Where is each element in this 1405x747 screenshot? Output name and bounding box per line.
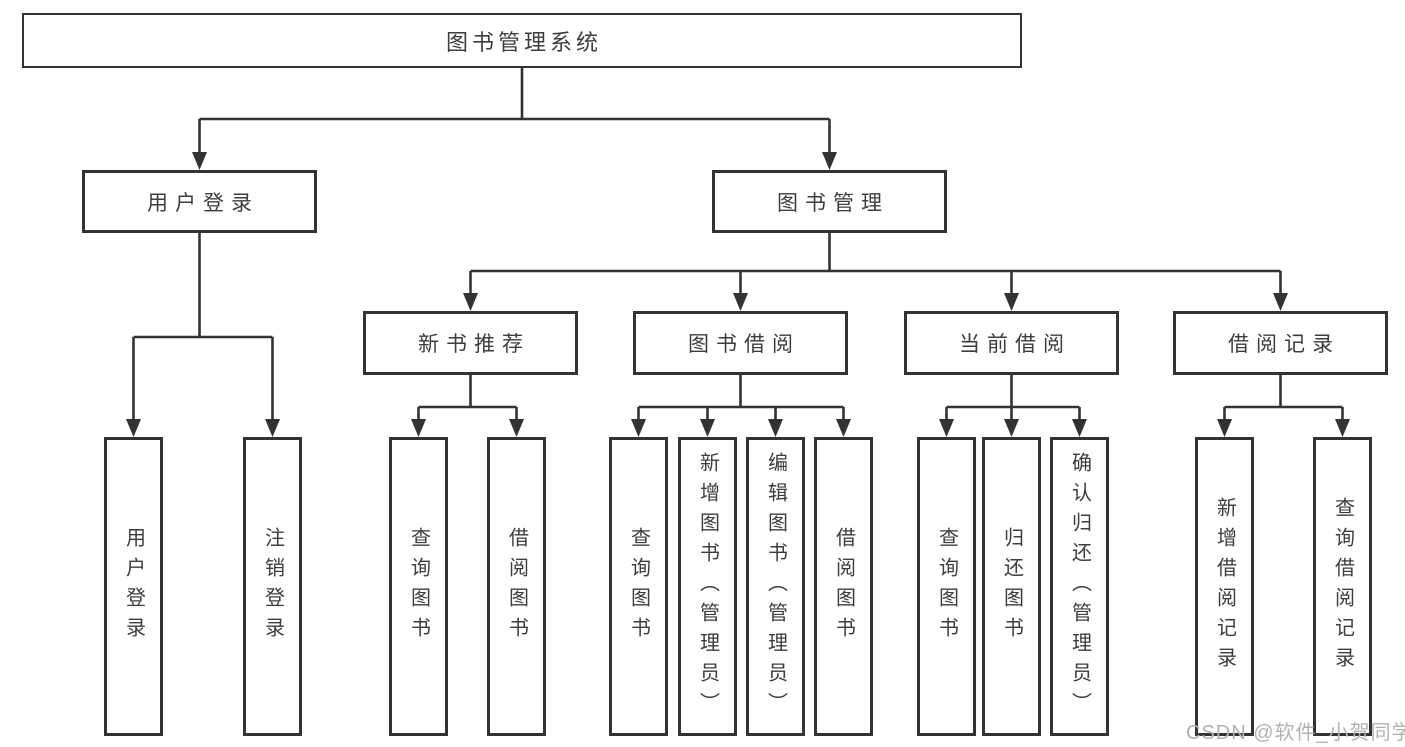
connector-new-books [411,375,524,437]
leaf-current-confirm-return-admin-label: 确认归还（管理员） [1068,451,1091,722]
node-book-management: 图书管理 [712,170,947,233]
leaf-records-search-record-label: 查询借阅记录 [1331,496,1354,677]
arrowhead-icon [822,152,837,170]
node-root-label: 图书管理系统 [445,29,602,55]
leaf-borrow-add-books-admin: 新增图书（管理员） [678,437,737,736]
arrowhead-icon [463,293,478,311]
node-current-borrow: 当前借阅 [904,311,1119,375]
connector-book-mgmt [463,233,1288,311]
leaf-user-login-label: 用户登录 [122,526,145,647]
node-root-system: 图书管理系统 [22,13,1022,68]
arrowhead-icon [836,419,851,437]
arrowhead-icon [1072,419,1087,437]
arrowhead-icon [1004,419,1019,437]
leaf-borrow-borrow-books: 借阅图书 [814,437,873,736]
arrowhead-icon [509,419,524,437]
arrowhead-icon [265,419,280,437]
node-book-borrow: 图书借阅 [633,311,848,375]
connector-user-login [126,233,280,437]
leaf-current-return-books-label: 归还图书 [1000,526,1023,647]
connector-borrow-records [1217,375,1350,437]
arrowhead-icon [939,419,954,437]
node-new-book-recommend-label: 新书推荐 [418,333,530,356]
leaf-records-add-record-label: 新增借阅记录 [1213,496,1236,677]
node-current-borrow-label: 当前借阅 [959,333,1071,356]
connector-current-borrow [939,375,1087,437]
arrowhead-icon [1335,419,1350,437]
arrowhead-icon [733,293,748,311]
leaf-records-search-record: 查询借阅记录 [1313,437,1372,736]
arrowhead-icon [1217,419,1232,437]
arrowhead-icon [1004,293,1019,311]
leaf-borrow-edit-books-admin: 编辑图书（管理员） [746,437,805,736]
arrowhead-icon [1273,293,1288,311]
leaf-current-return-books: 归还图书 [982,437,1041,736]
arrowhead-icon [126,419,141,437]
node-book-management-label: 图书管理 [777,191,889,215]
arrowhead-icon [192,152,207,170]
arrowhead-icon [768,419,783,437]
leaf-borrow-edit-books-admin-label: 编辑图书（管理员） [764,451,787,722]
connector-root [192,68,837,170]
leaf-newbooks-borrow-books: 借阅图书 [487,437,546,736]
leaf-borrow-add-books-admin-label: 新增图书（管理员） [696,451,719,722]
node-borrow-records-label: 借阅记录 [1228,333,1340,356]
leaf-current-confirm-return-admin: 确认归还（管理员） [1050,437,1109,736]
leaf-logout: 注销登录 [243,437,302,736]
leaf-current-search-books: 查询图书 [917,437,976,736]
leaf-user-login: 用户登录 [104,437,163,736]
connector-book-borrow [631,375,851,437]
leaf-current-search-books-label: 查询图书 [935,526,958,647]
leaf-logout-label: 注销登录 [261,526,284,647]
node-borrow-records: 借阅记录 [1173,311,1388,375]
leaf-newbooks-search-books-label: 查询图书 [407,526,430,647]
leaf-newbooks-borrow-books-label: 借阅图书 [505,526,528,647]
node-user-login-label: 用户登录 [147,191,259,215]
leaf-borrow-search-books-label: 查询图书 [627,526,650,647]
leaf-records-add-record: 新增借阅记录 [1195,437,1254,736]
arrowhead-icon [631,419,646,437]
watermark-text: CSDN @软件_小贺同学 [1186,722,1405,744]
node-book-borrow-label: 图书借阅 [688,333,800,356]
node-new-book-recommend: 新书推荐 [363,311,578,375]
leaf-newbooks-search-books: 查询图书 [389,437,448,736]
node-user-login: 用户登录 [82,170,317,233]
arrowhead-icon [411,419,426,437]
leaf-borrow-borrow-books-label: 借阅图书 [832,526,855,647]
leaf-borrow-search-books: 查询图书 [609,437,668,736]
arrowhead-icon [700,419,715,437]
